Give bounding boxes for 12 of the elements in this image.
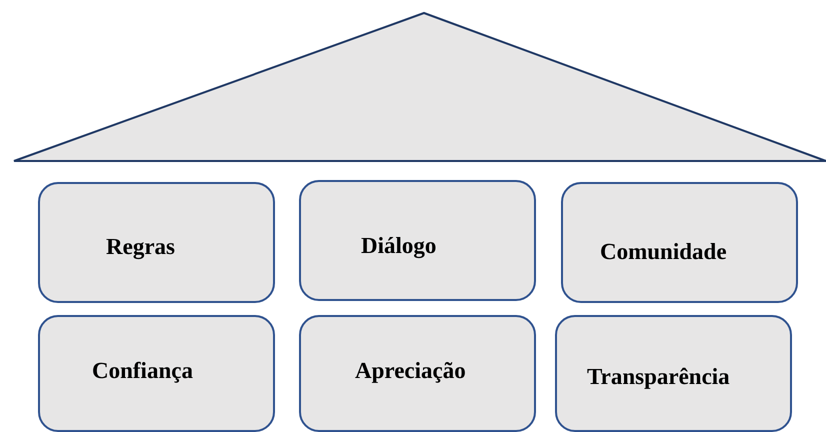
box-label: Regras <box>106 235 175 258</box>
box-label: Confiança <box>92 359 193 382</box>
box-label: Comunidade <box>600 240 727 263</box>
rounded-box <box>561 182 798 303</box>
box-label: Apreciação <box>355 359 466 382</box>
box-label: Transparência <box>587 365 730 388</box>
box-label: Diálogo <box>361 234 436 257</box>
rounded-box <box>555 315 792 432</box>
rounded-box <box>38 182 275 303</box>
rounded-box <box>299 180 536 301</box>
rounded-box <box>38 315 275 432</box>
rounded-box <box>299 315 536 432</box>
